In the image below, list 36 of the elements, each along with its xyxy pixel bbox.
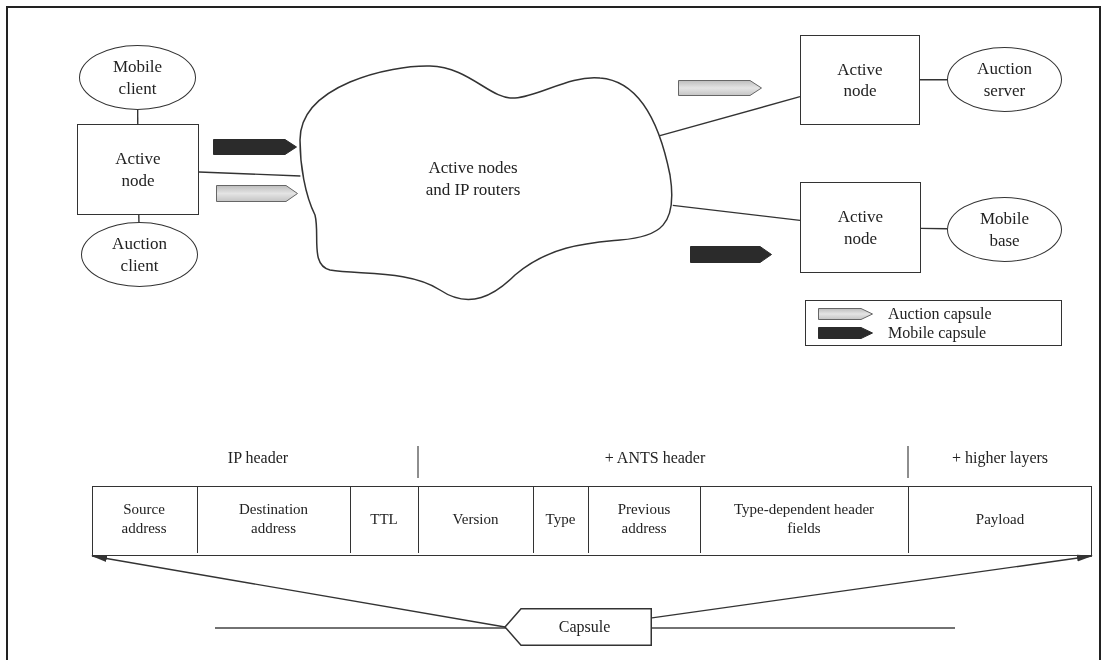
connector-line bbox=[920, 227, 948, 230]
node-label: Mobile client bbox=[111, 56, 164, 99]
packet-format-row bbox=[92, 486, 1092, 556]
node-label: Version bbox=[452, 509, 499, 529]
node-label: Destination address bbox=[237, 500, 310, 538]
process-box bbox=[77, 124, 199, 215]
node-label: Auction client bbox=[111, 233, 168, 276]
node-label: Type bbox=[545, 509, 576, 529]
node-label: Active node bbox=[114, 148, 162, 191]
capsule-tag bbox=[505, 608, 652, 646]
connector-line bbox=[138, 214, 140, 223]
header-label: + ANTS header bbox=[604, 449, 706, 467]
connector-line bbox=[137, 109, 139, 125]
connector-line bbox=[672, 204, 801, 222]
node-label: Capsule bbox=[558, 617, 611, 637]
arrow bbox=[91, 555, 506, 628]
process-box bbox=[800, 35, 920, 125]
legend-label: Mobile capsule bbox=[888, 323, 987, 342]
node-label: Active node bbox=[836, 206, 885, 249]
node-label: Type-dependent header fields bbox=[732, 500, 876, 538]
node-label: Auction server bbox=[976, 58, 1033, 101]
node-label: TTL bbox=[370, 509, 398, 529]
connector-line bbox=[919, 79, 948, 81]
node-label: Source address bbox=[120, 500, 168, 538]
header-label: IP header bbox=[227, 449, 289, 467]
legend-label: Auction capsule bbox=[888, 304, 992, 323]
connector-line bbox=[659, 96, 801, 137]
arrow bbox=[651, 554, 1093, 619]
node-label: Active nodes and IP routers bbox=[424, 157, 522, 200]
node-label: Mobile base bbox=[978, 208, 1031, 251]
node-label: Previous address bbox=[616, 500, 672, 538]
process-box bbox=[800, 182, 921, 273]
header-label: + higher layers bbox=[951, 449, 1049, 467]
node-label: Active node bbox=[836, 58, 884, 102]
node-label: Payload bbox=[975, 509, 1025, 529]
connector-line bbox=[198, 171, 302, 177]
